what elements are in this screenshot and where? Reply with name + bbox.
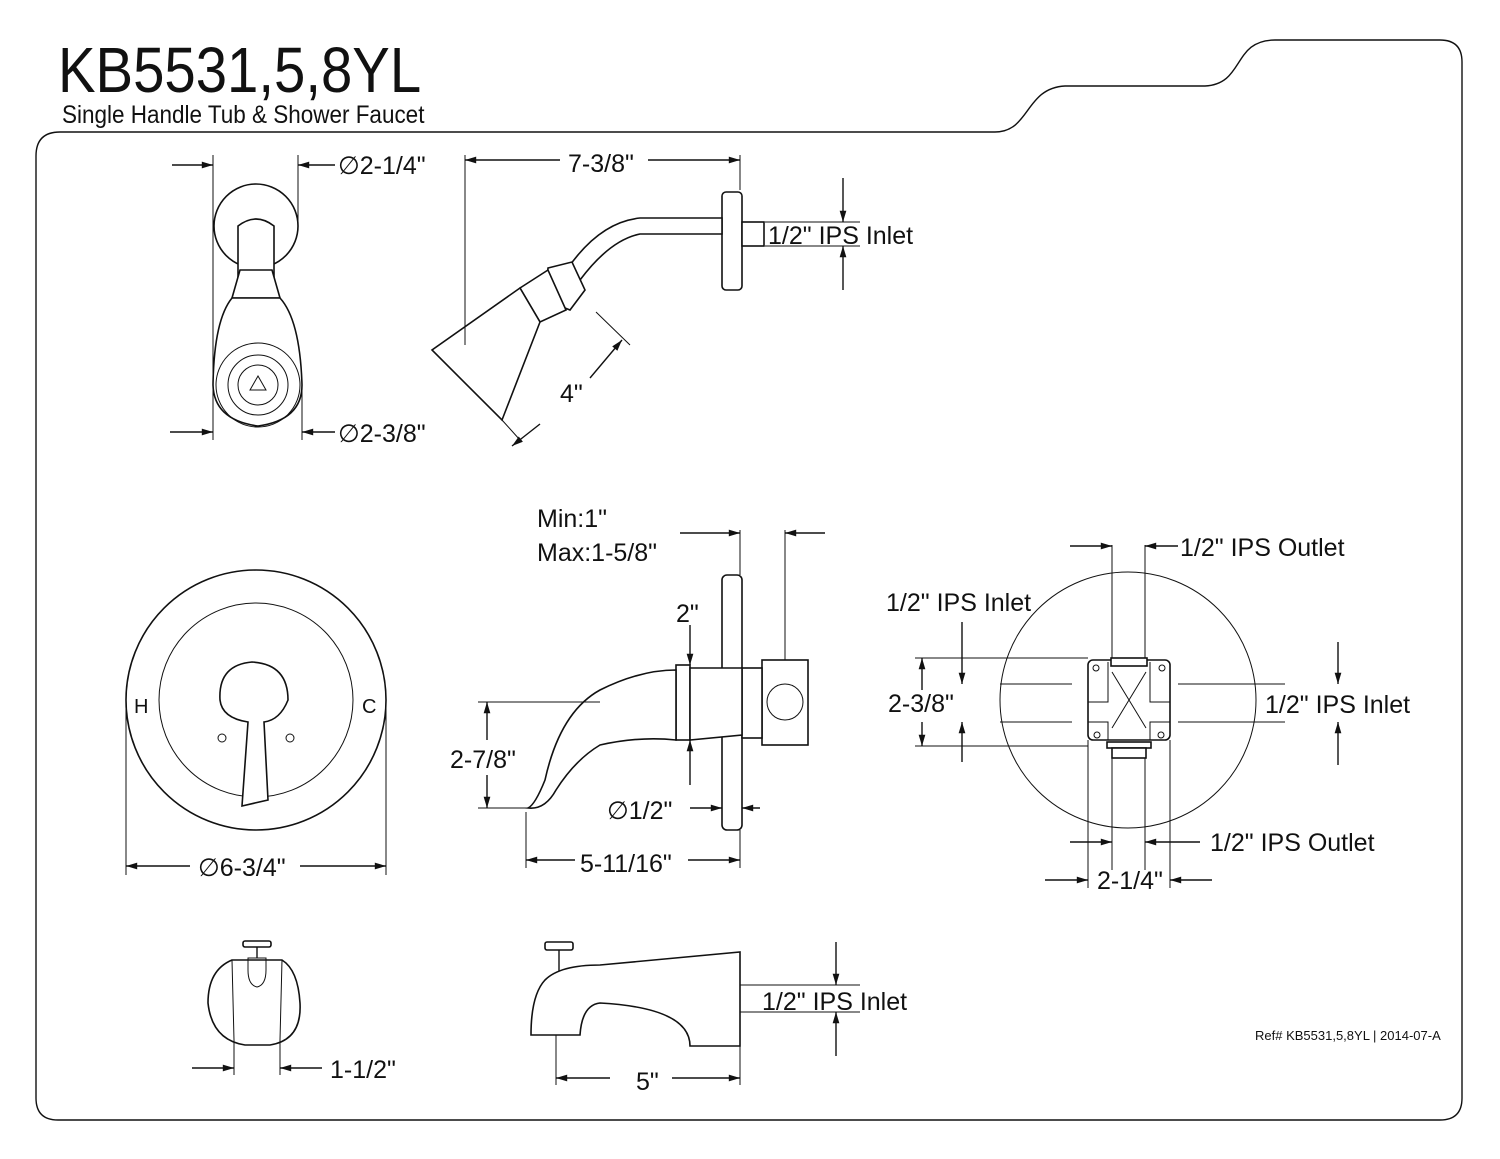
max-depth-label: Max:1-5/8" xyxy=(537,539,657,567)
spout-length-label: 5" xyxy=(636,1068,659,1096)
cold-indicator: C xyxy=(362,696,376,718)
handle-offset-label: 2" xyxy=(676,600,699,628)
tub-spout-front-view xyxy=(192,940,322,1075)
arm-length-label: 7-3/8" xyxy=(568,150,634,178)
left-inlet-label: 1/2" IPS Inlet xyxy=(886,589,1031,617)
showerhead-front-view xyxy=(170,155,335,440)
head-diameter-label: ∅2-3/8" xyxy=(338,420,426,448)
drawing-frame xyxy=(35,39,1463,1121)
hot-indicator: H xyxy=(134,696,148,718)
spout-width-label: 1-1/2" xyxy=(330,1056,396,1084)
right-inlet-label: 1/2" IPS Inlet xyxy=(1265,691,1410,719)
handle-drop-label: 2-7/8" xyxy=(450,746,516,774)
tub-spout-side-view xyxy=(530,941,860,1085)
showerhead-side-view xyxy=(430,155,860,447)
valve-body-rear-view xyxy=(915,542,1342,888)
plate-diameter-label: ∅6-3/4" xyxy=(198,854,286,882)
flange-diameter-label: ∅2-1/4" xyxy=(338,152,426,180)
top-outlet-label: 1/2" IPS Outlet xyxy=(1180,534,1345,562)
min-depth-label: Min:1" xyxy=(537,505,607,533)
page-subtitle: Single Handle Tub & Shower Faucet xyxy=(62,101,425,129)
spout-inlet-label: 1/2" IPS Inlet xyxy=(762,988,907,1016)
valve-side-view xyxy=(478,529,825,868)
handle-length-label: 5-11/16" xyxy=(580,850,672,878)
body-width-label: 2-1/4" xyxy=(1097,867,1163,895)
stem-diameter-label: ∅1/2" xyxy=(607,797,672,825)
page-title: KB5531,5,8YL xyxy=(58,34,421,106)
valve-trim-front-view xyxy=(125,569,387,875)
bottom-outlet-label: 1/2" IPS Outlet xyxy=(1210,829,1375,857)
reference-number: Ref# KB5531,5,8YL | 2014-07-A xyxy=(1255,1028,1441,1043)
shower-inlet-label: 1/2" IPS Inlet xyxy=(768,222,913,250)
head-length-label: 4" xyxy=(560,380,583,408)
body-height-label: 2-3/8" xyxy=(888,690,954,718)
